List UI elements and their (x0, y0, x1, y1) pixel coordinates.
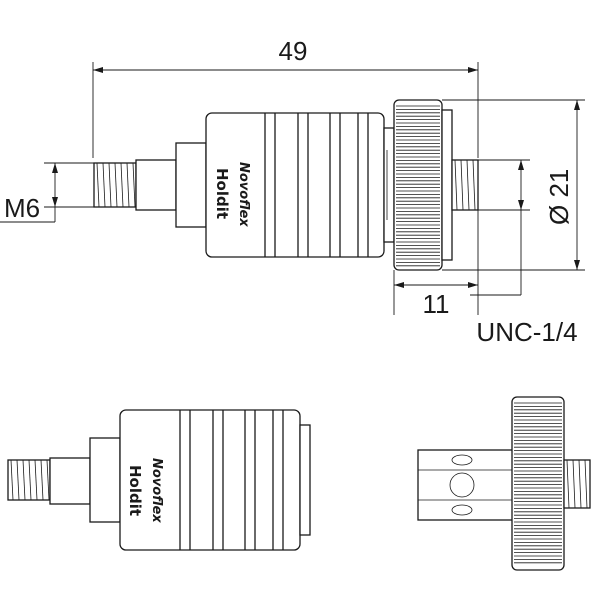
dimension-overall-length: 49 (92, 36, 479, 158)
dimension-knob-width: 11 (393, 210, 479, 319)
dim-knob-width-label: 11 (423, 289, 450, 319)
dimension-m6: M6 (0, 162, 94, 223)
main-body: Holdit Novoflex (205, 112, 395, 258)
logo-text: Novoflex (236, 162, 251, 227)
neck (135, 159, 177, 211)
dimension-diameter: Ø 21 (442, 99, 585, 271)
dim-overall-length-label: 49 (279, 36, 308, 66)
dim-unc-label: UNC-1/4 (476, 317, 577, 347)
top-view: 49 Holdit Novoflex (0, 36, 585, 347)
brand-text: Holdit (213, 168, 231, 219)
dim-diameter-label: Ø 21 (544, 169, 574, 225)
side-view: Holdit Novoflex (7, 409, 311, 551)
dim-m6-label: M6 (4, 193, 40, 223)
collar (175, 142, 207, 228)
end-view (417, 396, 591, 571)
unc-thread (451, 159, 479, 211)
brand-text-side: Holdit (126, 465, 144, 516)
m6-thread (93, 162, 137, 208)
logo-text-side: Novoflex (149, 458, 164, 523)
knurled-knob (393, 99, 453, 271)
dimension-unc (470, 159, 530, 296)
